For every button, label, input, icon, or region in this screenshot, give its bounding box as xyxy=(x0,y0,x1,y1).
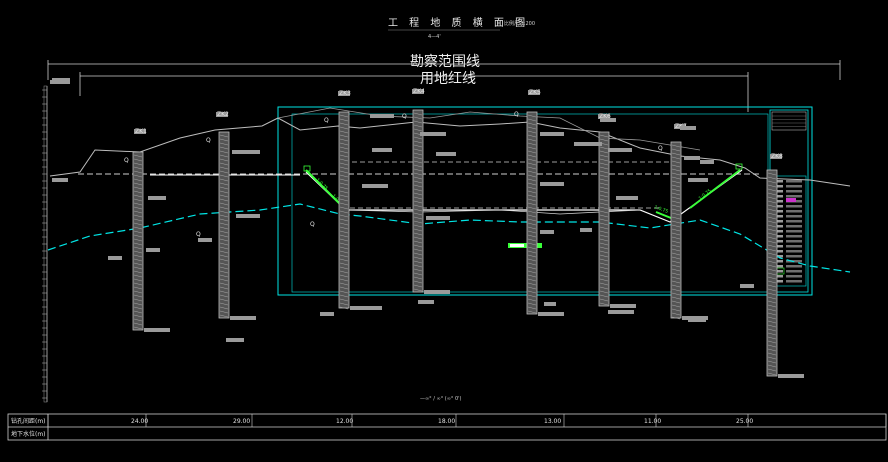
borehole-label-box xyxy=(338,91,350,96)
borehole-label-box xyxy=(598,114,610,119)
borehole-1: ZK1 xyxy=(132,128,170,332)
borehole-label-box xyxy=(134,129,146,134)
bottom-table: 钻孔间距(m) 地下水位(m) 24.00 29.00 12.00 18.00 13.0… xyxy=(7,413,887,441)
slope-label-4: 1:0.75 xyxy=(653,204,669,215)
stratum-label: Q xyxy=(124,157,129,164)
stratum-label: Q xyxy=(310,221,315,228)
borehole-6: ZK6 xyxy=(598,113,636,308)
borehole-label-box xyxy=(770,154,782,159)
borehole-label: ZK6 xyxy=(599,113,611,120)
borehole-2: ZK2 xyxy=(216,111,256,320)
table-cell-spacing: 11.00 xyxy=(644,418,661,425)
elevation-scale xyxy=(42,85,48,403)
redline-label: 用地红线 xyxy=(420,71,476,87)
survey-range-label: 勘察范围线 xyxy=(410,53,480,70)
borehole-label-box xyxy=(216,112,228,117)
drawing-scale: 比例尺 1:200 xyxy=(504,20,535,27)
stratum-label: Q xyxy=(658,145,663,152)
borehole-label: ZK4 xyxy=(413,88,425,95)
design-frame-outer xyxy=(277,106,813,296)
drawing-title: 工 程 地 质 横 面 图 xyxy=(388,16,529,29)
slope-label-3: 1:0.75 xyxy=(698,188,713,202)
borehole-depth-box xyxy=(778,374,804,378)
borehole-8: ZK8 xyxy=(766,153,804,378)
strata-labels: Q Q Q Q Q Q Q Q xyxy=(124,111,663,238)
table-row-label-spacing: 钻孔间距(m) xyxy=(11,417,46,425)
borehole-group: ZK1ZK2ZK3ZK4ZK5ZK6ZK7ZK8 xyxy=(132,88,804,378)
slope-label-1: 1:0.75 xyxy=(315,177,330,192)
stratum-label: Q xyxy=(324,117,329,124)
table-cell-spacing: 29.00 xyxy=(233,418,250,425)
borehole-label: ZK2 xyxy=(217,111,229,118)
legend-panel xyxy=(769,109,809,293)
borehole-4: ZK4 xyxy=(412,88,450,294)
borehole-label: ZK8 xyxy=(771,153,783,160)
table-cell-spacing: 18.00 xyxy=(438,418,455,425)
stratum-label: Q xyxy=(196,231,201,238)
stratum-label: Q xyxy=(402,113,407,120)
stratum-label: Q xyxy=(514,111,519,118)
table-row-label-water: 地下水位(m) xyxy=(11,430,46,438)
annotation-blocks xyxy=(50,80,754,342)
table-cell-spacing: 12.00 xyxy=(336,418,353,425)
borehole-label: ZK1 xyxy=(135,128,147,135)
borehole-depth-box xyxy=(424,290,450,294)
borehole-depth-box xyxy=(144,328,170,332)
ground-surface-line xyxy=(49,117,851,187)
borehole-depth-box xyxy=(610,304,636,308)
borehole-label: ZK5 xyxy=(529,89,541,96)
table-cell-spacing: 13.00 xyxy=(544,418,561,425)
borehole-label-box xyxy=(412,89,424,94)
table-cell-spacing: 25.00 xyxy=(736,418,753,425)
borehole-depth-box xyxy=(538,312,564,316)
excavation-bottom xyxy=(345,209,641,215)
groundwater-line xyxy=(47,203,851,273)
section-number: 4—4' xyxy=(428,34,441,40)
borehole-label: ZK3 xyxy=(339,90,351,97)
bottom-annotation: —∞° / ∞° (∞° 0') xyxy=(420,396,462,402)
borehole-3: ZK3 xyxy=(338,90,376,310)
borehole-label-box xyxy=(528,90,540,95)
stratum-label: Q xyxy=(206,137,211,144)
borehole-5: ZK5 xyxy=(526,89,564,316)
table-cell-spacing: 24.00 xyxy=(131,418,148,425)
upper-terrain-line xyxy=(277,107,701,151)
borehole-depth-box xyxy=(230,316,256,320)
